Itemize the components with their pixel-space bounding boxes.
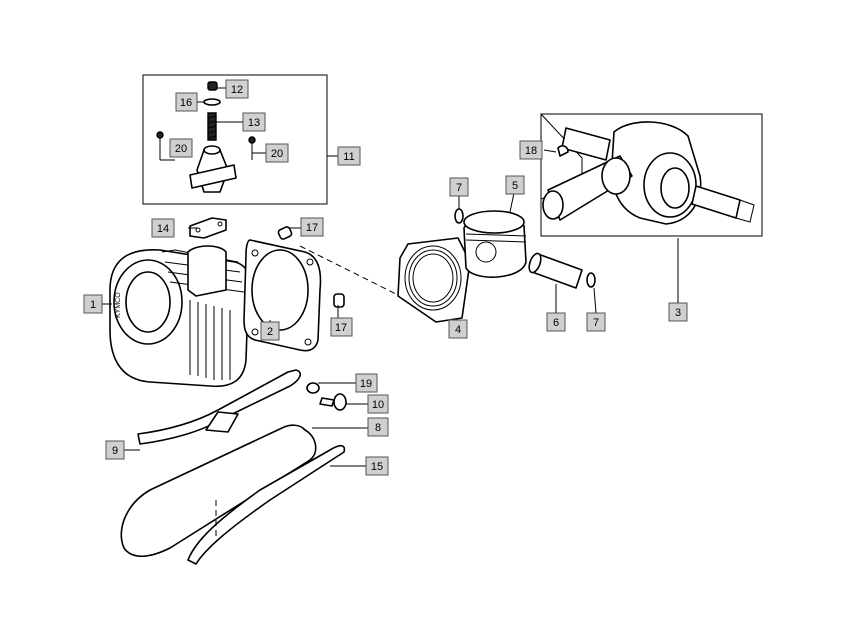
leader-lines bbox=[102, 87, 679, 467]
callout-16: 16 bbox=[175, 92, 198, 112]
svg-text:1: 1 bbox=[90, 299, 96, 311]
callout-17-lower: 17 bbox=[330, 317, 353, 337]
callout-20-right: 20 bbox=[265, 143, 289, 163]
guide-bolt bbox=[319, 393, 347, 411]
svg-text:2: 2 bbox=[267, 326, 273, 338]
callout-1: 1 bbox=[83, 294, 103, 314]
callout-5: 5 bbox=[505, 175, 525, 195]
cylinder-gasket bbox=[243, 239, 322, 352]
svg-text:4: 4 bbox=[455, 324, 461, 336]
svg-text:7: 7 bbox=[456, 182, 462, 194]
svg-text:20: 20 bbox=[271, 148, 283, 160]
svg-text:12: 12 bbox=[231, 84, 243, 96]
circlip-upper bbox=[454, 208, 464, 224]
svg-text:15: 15 bbox=[371, 461, 383, 473]
circlip-lower bbox=[586, 272, 596, 288]
svg-text:14: 14 bbox=[157, 223, 169, 235]
callout-12: 12 bbox=[225, 79, 249, 99]
svg-text:16: 16 bbox=[180, 97, 192, 109]
callout-4: 4 bbox=[448, 319, 468, 339]
piston bbox=[463, 210, 527, 278]
dowel-pin-lower bbox=[333, 293, 345, 308]
svg-text:17: 17 bbox=[306, 222, 318, 234]
chain-guide bbox=[187, 444, 346, 565]
callout-20-left: 20 bbox=[169, 138, 193, 158]
tensioner-gasket bbox=[189, 217, 227, 239]
svg-text:10: 10 bbox=[372, 399, 384, 411]
svg-text:17: 17 bbox=[335, 322, 347, 334]
callout-7-lower: 7 bbox=[586, 312, 606, 332]
callout-14: 14 bbox=[151, 218, 175, 238]
svg-text:9: 9 bbox=[112, 445, 118, 457]
svg-text:13: 13 bbox=[248, 117, 260, 129]
tensioner-inset-frame bbox=[142, 74, 328, 205]
callout-3: 3 bbox=[668, 302, 688, 322]
tensioner-guide bbox=[137, 369, 302, 445]
callout-2: 2 bbox=[260, 321, 280, 341]
timing-chain bbox=[120, 424, 317, 558]
svg-text:18: 18 bbox=[525, 145, 537, 157]
crankshaft bbox=[542, 121, 755, 225]
piston-rings bbox=[397, 237, 471, 323]
callout-19: 19 bbox=[355, 373, 378, 393]
callout-13: 13 bbox=[242, 112, 266, 132]
svg-text:19: 19 bbox=[360, 378, 372, 390]
piston-pin bbox=[528, 252, 583, 289]
svg-text:5: 5 bbox=[512, 180, 518, 192]
washer bbox=[306, 382, 320, 394]
crankshaft-inset-frame bbox=[540, 113, 763, 237]
cylinder-brand-text: KYMCO bbox=[115, 292, 122, 318]
callout-18: 18 bbox=[519, 140, 543, 160]
callout-8: 8 bbox=[367, 417, 389, 437]
svg-text:11: 11 bbox=[343, 151, 354, 163]
svg-text:7: 7 bbox=[593, 317, 599, 329]
svg-text:6: 6 bbox=[553, 317, 559, 329]
svg-text:20: 20 bbox=[175, 143, 187, 155]
callout-9: 9 bbox=[105, 440, 125, 460]
svg-text:3: 3 bbox=[675, 307, 681, 319]
callout-10: 10 bbox=[367, 394, 389, 414]
woodruff-key bbox=[557, 145, 569, 157]
callout-11: 11 bbox=[337, 146, 361, 166]
callout-6: 6 bbox=[546, 312, 566, 332]
tensioner-assembly bbox=[156, 81, 256, 193]
dowel-pin-upper bbox=[277, 226, 293, 240]
callout-15: 15 bbox=[365, 456, 389, 476]
callout-17-upper: 17 bbox=[300, 217, 324, 237]
svg-text:8: 8 bbox=[375, 422, 381, 434]
cylinder: KYMCO bbox=[109, 245, 251, 388]
callout-7-upper: 7 bbox=[449, 177, 469, 197]
